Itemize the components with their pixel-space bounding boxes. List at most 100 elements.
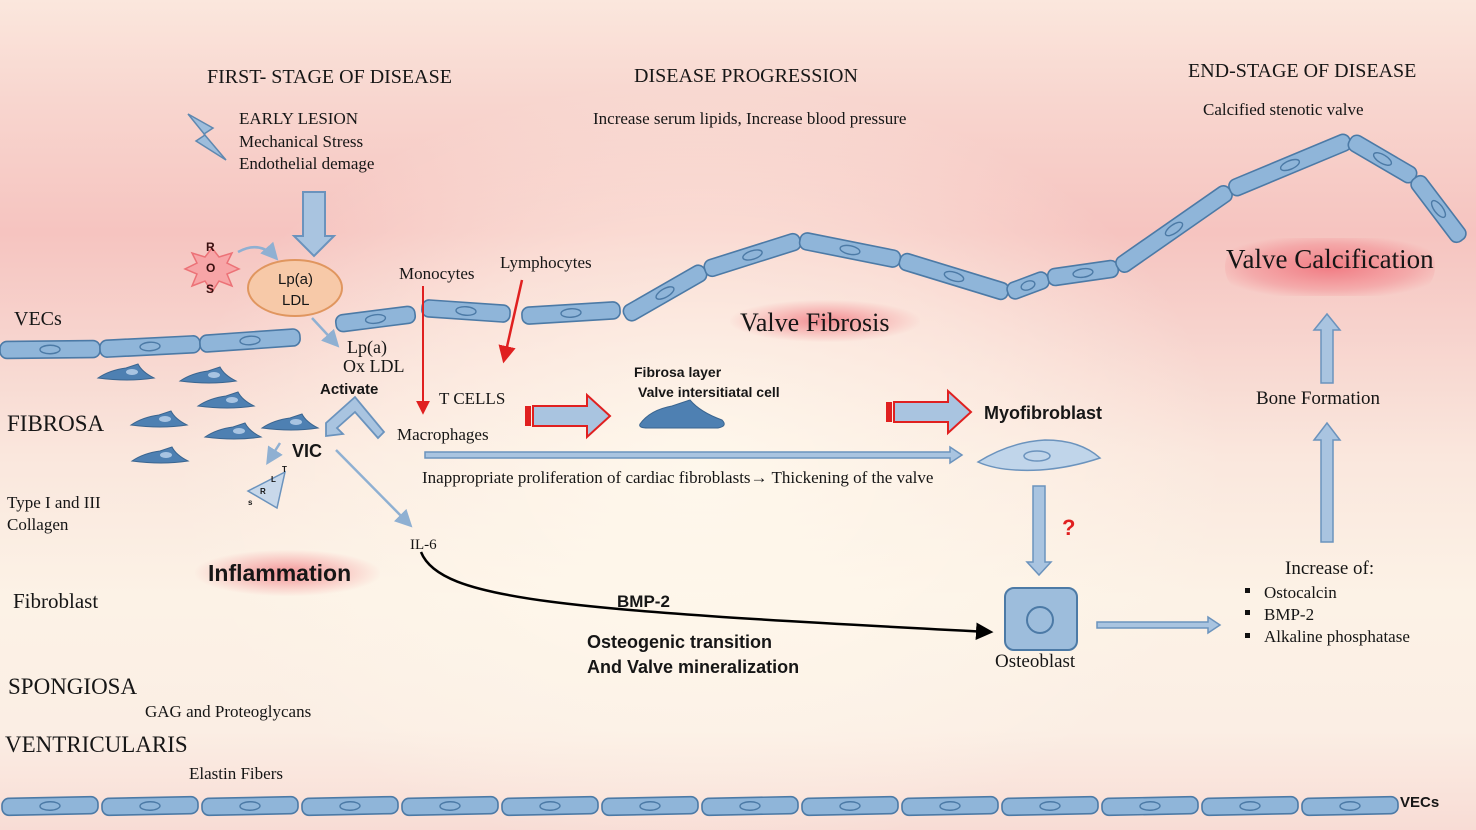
heading-end-stage: END-STAGE OF DISEASE — [1188, 60, 1417, 82]
inflammation-highlight — [195, 550, 380, 596]
endothelial-cell — [1115, 185, 1233, 273]
endothelial-cell — [701, 795, 799, 817]
increase-to-bone-formation-arrow — [1312, 421, 1342, 543]
tlrs-letter-t: T — [282, 465, 287, 474]
endothelial-cell — [622, 264, 708, 322]
endothelial-cell — [421, 299, 511, 323]
osteoblast-label: Osteoblast — [995, 651, 1076, 672]
valve-fibrosis-highlight — [730, 300, 920, 342]
increase-of-label: Increase of: — [1285, 558, 1375, 579]
endothelial-cell — [1, 795, 99, 817]
lpa-to-oxldl-arrow — [311, 317, 340, 348]
endothelial-cell — [1347, 134, 1418, 184]
fibroblast-label: Fibroblast — [13, 589, 99, 613]
valve-calcification-highlight — [1225, 238, 1435, 296]
tlr-receptor-icon — [246, 470, 287, 510]
bone-formation-label: Bone Formation — [1256, 388, 1381, 409]
spongiosa-label: SPONGIOSA — [8, 674, 138, 699]
myofibroblast-to-osteoblast-arrow — [1025, 485, 1053, 577]
endothelial-cell — [101, 795, 199, 817]
collagen-line-1: Type I and III — [7, 493, 101, 512]
ox-ldl-label: Ox LDL — [343, 356, 405, 376]
osteogenic-line-1: Osteogenic transition — [587, 632, 773, 652]
interstitial-cell-nucleus — [208, 372, 220, 378]
activate-label: Activate — [320, 381, 379, 398]
interstitial-cell-nucleus — [226, 397, 238, 403]
il6-to-osteoblast-curve — [419, 551, 994, 641]
vic-to-il6-arrow — [335, 449, 413, 528]
vic-to-tlrs-arrow — [266, 442, 283, 465]
endothelial-cell — [1301, 795, 1399, 817]
fibrosa-label: FIBROSA — [7, 411, 105, 436]
interstitial-cell-nucleus — [233, 428, 245, 434]
lymphocytes-arrow — [498, 279, 524, 364]
heading-progression: DISEASE PROGRESSION — [634, 65, 858, 87]
interstitial-cell-nucleus — [159, 416, 171, 422]
endothelial-cell — [1101, 795, 1199, 817]
valve-fibrosis-label: Valve Fibrosis — [740, 308, 890, 337]
t-cells-label: T CELLS — [439, 389, 506, 408]
endothelial-cell — [401, 795, 499, 817]
collagen-line-2: Collagen — [7, 515, 69, 534]
endothelial-cell — [1006, 271, 1050, 300]
endothelial-cell — [1228, 133, 1352, 197]
tlrs-letter-s: s — [248, 498, 253, 507]
early-lesion-line-3: Endothelial demage — [239, 154, 375, 173]
macrophages-label: Macrophages — [397, 425, 489, 444]
lpa-ldl-bubble — [247, 259, 343, 317]
endothelial-cell — [199, 328, 301, 353]
endothelial-cell — [601, 795, 699, 817]
endothelial-cell — [1410, 174, 1467, 244]
bone-formation-to-calcification-arrow — [1312, 312, 1342, 384]
il6-label: IL-6 — [410, 537, 437, 553]
ros-letter-s: S — [206, 282, 215, 296]
ros-star-icon — [183, 246, 241, 294]
progression-text: Increase serum lipids, Increase blood pr… — [593, 109, 907, 128]
interstitial-cells-cluster — [96, 363, 320, 464]
increase-item-1: Ostocalcin — [1264, 583, 1337, 602]
endothelial-cell — [901, 795, 999, 817]
osteoblast-nucleus — [1026, 606, 1054, 634]
fibrosa-layer-label: Fibrosa layer — [634, 364, 722, 380]
tlrs-letter-r: R — [260, 487, 266, 496]
osteoblast-cell — [1004, 587, 1078, 651]
bullet-1 — [1245, 588, 1250, 593]
bmp2-label: BMP-2 — [617, 592, 670, 611]
endothelial-cell — [1001, 795, 1099, 817]
ros-to-lpa-arrow — [237, 241, 279, 261]
endothelial-cell — [301, 795, 399, 817]
inflammation-label: Inflammation — [208, 560, 352, 586]
endothelial-cell — [0, 339, 101, 360]
heading-first-stage: FIRST- STAGE OF DISEASE — [207, 66, 452, 88]
proliferation-arrow — [424, 445, 964, 465]
proliferation-text: Inappropriate proliferation of cardiac f… — [422, 468, 934, 487]
myofibroblast-nucleus — [1023, 450, 1051, 462]
vic-label: VIC — [292, 441, 323, 461]
elastin-label: Elastin Fibers — [189, 764, 283, 783]
bullet-3 — [1245, 633, 1250, 638]
interstitial-cell-nucleus — [160, 452, 172, 458]
endothelial-cell — [898, 252, 1010, 301]
valve-calcification-label: Valve Calcification — [1226, 244, 1434, 274]
myofibroblast-label: Myofibroblast — [984, 403, 1103, 423]
end-stage-text: Calcified stenotic valve — [1203, 100, 1364, 119]
endothelial-cell — [798, 232, 902, 268]
tlrs-letter-l: L — [271, 475, 276, 484]
early-lesion-line-1: EARLY LESION — [239, 109, 359, 128]
endothelial-cell — [99, 335, 201, 358]
bubble-ldl-label: LDL — [282, 292, 310, 309]
fibrosa-to-myofibroblast-arrow — [886, 388, 973, 436]
endothelial-cell — [1046, 259, 1120, 287]
osteoblast-to-increase-arrow — [1096, 615, 1222, 635]
increase-item-3: Alkaline phosphatase — [1264, 627, 1410, 646]
interstitial-cell-nucleus — [290, 419, 302, 425]
endothelial-cell — [703, 232, 802, 278]
endothelial-cell — [521, 301, 621, 325]
activate-double-arrow — [325, 395, 386, 440]
early-lesion-line-2: Mechanical Stress — [239, 132, 364, 151]
endothelial-cell-layer-top — [0, 133, 1467, 360]
vecs-bottom-label: VECs — [1400, 794, 1440, 811]
